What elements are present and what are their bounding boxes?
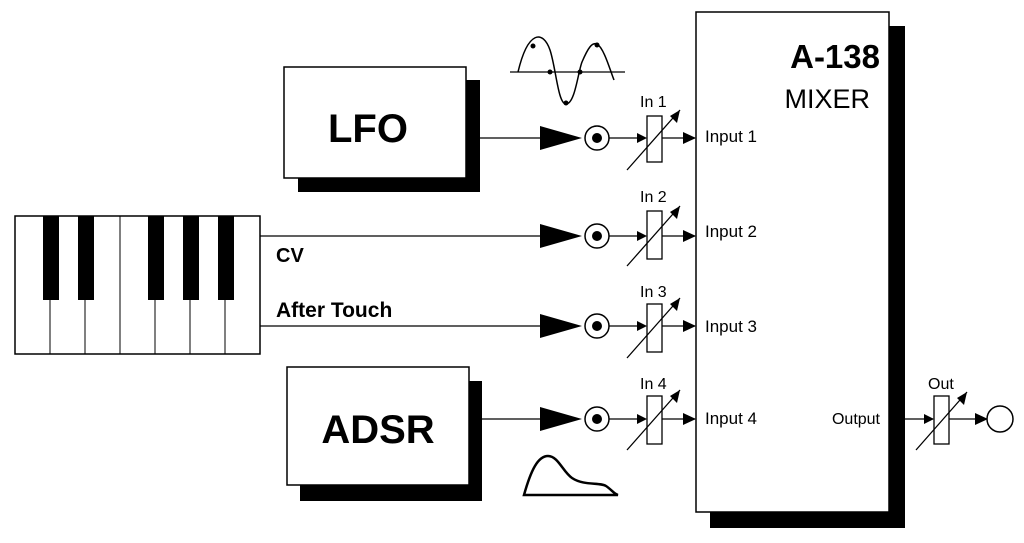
attenuator-3[interactable]: [646, 303, 663, 353]
signal-arrow-icon: [540, 407, 582, 431]
attenuator-4[interactable]: [646, 395, 663, 445]
attenuator-label-2: In 2: [640, 189, 667, 206]
knob-arrow-icon: [915, 391, 968, 451]
knob-arrow-icon: [626, 205, 681, 267]
channel-1: In 1: [540, 94, 696, 171]
attenuator-label-4: In 4: [640, 376, 667, 393]
after-touch-label: After Touch: [276, 299, 392, 322]
signal-arrow-icon: [540, 126, 582, 150]
cv-label: CV: [276, 245, 304, 267]
input-label-3: Input 3: [705, 317, 757, 336]
output-attenuator[interactable]: [933, 395, 950, 445]
adsr-label: ADSR: [321, 408, 434, 452]
channel-4: In 4: [540, 376, 696, 451]
envelope-icon: [522, 454, 619, 497]
attenuator-label-3: In 3: [640, 284, 667, 301]
output-jack[interactable]: [986, 405, 1014, 433]
mixer-name-label: MIXER: [784, 84, 870, 114]
mixer-module: A-138 MIXER Input 1 Input 2 Input 3 Inpu…: [695, 11, 905, 528]
jack-center-icon: [592, 133, 602, 143]
signal-arrow-icon: [540, 224, 582, 248]
input-label-4: Input 4: [705, 409, 757, 428]
channel-3: In 3: [540, 284, 696, 359]
input-label-2: Input 2: [705, 222, 757, 241]
jack-center-icon: [592, 414, 602, 424]
attenuator-label-1: In 1: [640, 94, 667, 111]
lfo-box: [283, 66, 467, 179]
jack-center-icon: [592, 231, 602, 241]
lfo-module: LFO: [283, 66, 480, 192]
mixer-body: [695, 11, 890, 513]
output-label: Output: [832, 411, 881, 428]
output-stage: Out: [905, 376, 1014, 451]
jack-center-icon: [592, 321, 602, 331]
sine-wave-icon: [510, 36, 625, 106]
lfo-label: LFO: [328, 107, 408, 151]
knob-arrow-icon: [626, 109, 681, 171]
output-attenuator-label: Out: [928, 376, 954, 393]
adsr-box: [286, 366, 470, 486]
patch-cables: [260, 137, 545, 420]
input-label-1: Input 1: [705, 127, 757, 146]
channel-2: In 2: [540, 189, 696, 267]
knob-arrow-icon: [626, 389, 681, 451]
keyboard-icon: [14, 215, 261, 355]
knob-arrow-icon: [626, 297, 681, 359]
signal-arrow-icon: [540, 314, 582, 338]
mixer-model-label: A-138: [790, 38, 880, 75]
adsr-module: ADSR: [286, 366, 482, 501]
